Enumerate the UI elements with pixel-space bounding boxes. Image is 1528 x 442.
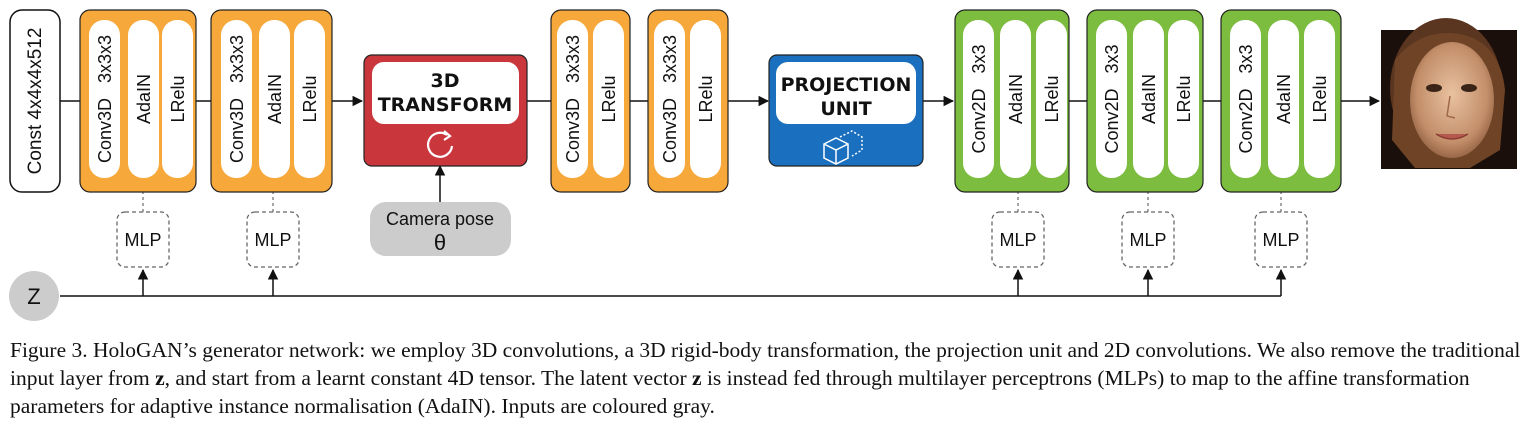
layer-label: LRelu — [168, 75, 188, 122]
layer-label: Conv3D 3x3x3 — [95, 35, 115, 163]
const-label: Const 4x4x4x512 — [25, 28, 46, 175]
layer-label: Conv2D 3x3 — [969, 44, 989, 153]
caption-z-2: z — [692, 366, 702, 390]
mlp-label: MLP — [999, 230, 1036, 250]
layer-label: Conv2D 3x3 — [1236, 44, 1256, 153]
projection-title-line1: PROJECTION — [781, 74, 912, 96]
layer-label: LRelu — [696, 75, 716, 122]
mlp-box: MLP — [1254, 211, 1308, 268]
projection-unit-block: PROJECTION UNIT — [768, 54, 924, 167]
conv3d-block-1: Conv3D 3x3x3 AdaIN LRelu — [79, 9, 197, 193]
layer-label: LRelu — [1310, 75, 1330, 122]
caption-z-1: z — [155, 366, 165, 390]
mlp-box: MLP — [246, 211, 300, 268]
caption-text-3: is instead fed through multilayer percep… — [10, 366, 1470, 418]
output-face-image — [1381, 18, 1517, 169]
const-input: Const 4x4x4x512 — [9, 9, 61, 193]
z-input: Z — [9, 271, 59, 321]
layer-label: LRelu — [599, 75, 619, 122]
layer-label: Conv2D 3x3 — [1102, 44, 1122, 153]
conv3d-plain-block-1: Conv3D 3x3x3 LRelu — [550, 9, 631, 193]
mlp-label: MLP — [1262, 230, 1299, 250]
generator-diagram: Const 4x4x4x512 Conv3D 3x3x3 AdaIN LRelu… — [9, 9, 1517, 321]
cube-projection-icon — [823, 130, 863, 165]
caption-text-1: Figure 3. HoloGAN’s generator network: w… — [10, 338, 1521, 390]
layer-label: Conv3D 3x3x3 — [563, 35, 583, 163]
mlp-label: MLP — [1129, 230, 1166, 250]
caption-text-2: , and start from a learnt constant 4D te… — [164, 366, 693, 390]
z-label: Z — [27, 284, 40, 309]
conv2d-block-3: Conv2D 3x3 AdaIN LRelu — [1220, 9, 1342, 193]
layer-label: Conv3D 3x3x3 — [660, 35, 680, 163]
layer-label: AdaIN — [265, 74, 285, 124]
layer-label: AdaIN — [1274, 74, 1294, 124]
layer-label: LRelu — [1042, 75, 1062, 122]
layer-label: Conv3D 3x3x3 — [227, 35, 247, 163]
camera-theta-symbol: θ — [434, 230, 446, 255]
camera-pose-label: Camera pose — [386, 209, 494, 229]
layer-label: LRelu — [300, 75, 320, 122]
conv3d-block-2: Conv3D 3x3x3 AdaIN LRelu — [210, 9, 333, 193]
z-latent-line — [60, 268, 1287, 297]
rotate-icon — [426, 130, 454, 158]
mlp-boxes: MLP MLP MLP MLP MLP — [116, 211, 1308, 268]
layer-label: AdaIN — [134, 74, 154, 124]
projection-title-line2: UNIT — [820, 98, 871, 120]
transform-title-line1: 3D — [431, 70, 460, 92]
mlp-label: MLP — [124, 230, 161, 250]
figure-caption: Figure 3. HoloGAN’s generator network: w… — [10, 336, 1522, 420]
layer-label: AdaIN — [1139, 74, 1159, 124]
transform-title-line2: TRANSFORM — [378, 94, 513, 116]
mlp-box: MLP — [991, 211, 1045, 268]
conv2d-block-1: Conv2D 3x3 AdaIN LRelu — [954, 9, 1070, 193]
transform-3d-block: 3D TRANSFORM — [363, 54, 528, 167]
layer-label: LRelu — [1174, 75, 1194, 122]
layer-label: AdaIN — [1006, 74, 1026, 124]
conv3d-plain-block-2: Conv3D 3x3x3 LRelu — [647, 9, 729, 193]
mlp-box: MLP — [1121, 211, 1175, 268]
mlp-label: MLP — [254, 230, 291, 250]
conv2d-block-2: Conv2D 3x3 AdaIN LRelu — [1086, 9, 1204, 193]
mlp-box: MLP — [116, 211, 170, 268]
flow-arrows — [60, 95, 1381, 202]
camera-pose-input: Camera pose θ — [370, 202, 511, 256]
